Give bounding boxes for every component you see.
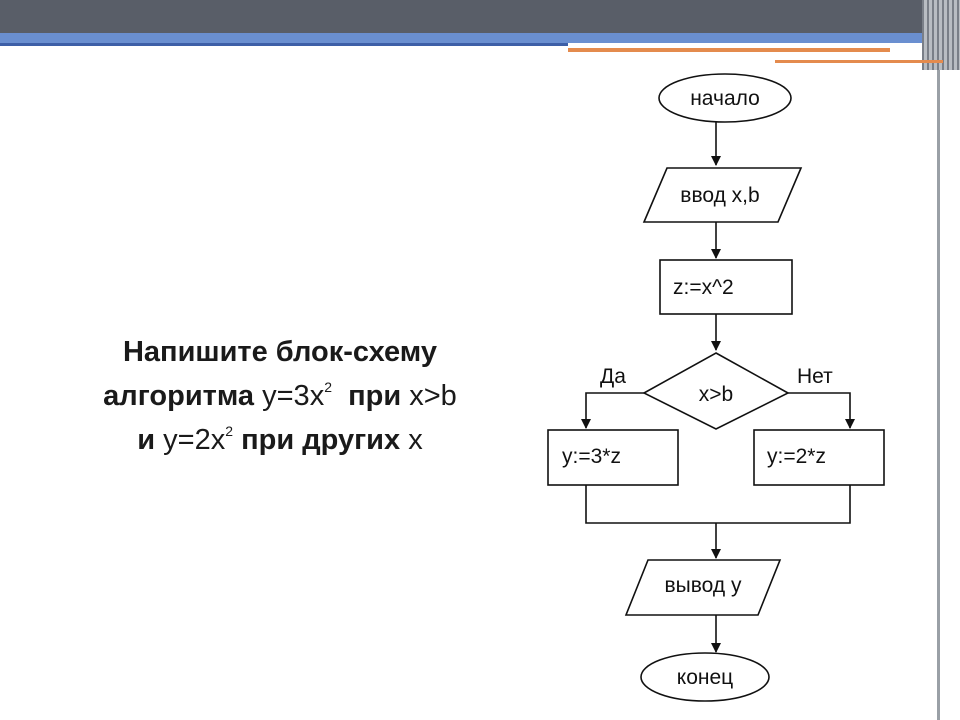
header-stripe-blue-thin — [0, 43, 568, 46]
input-label: ввод x,b — [680, 184, 759, 207]
task-line-2-formula: y=3x — [262, 380, 325, 412]
no-branch-label: y:=2*z — [767, 445, 826, 468]
yes-branch-process-box — [547, 429, 679, 486]
header-stripe-blue — [0, 33, 922, 43]
condition-label: x>b — [699, 383, 733, 406]
end-terminator — [640, 652, 770, 702]
task-line-2: алгоритма y=3x2 при x>b — [30, 374, 530, 418]
output-label: вывод y — [665, 574, 742, 597]
end-label: конец — [677, 666, 733, 689]
assign-process-box — [659, 259, 793, 315]
task-line-3-bold-mid: при других — [241, 424, 401, 456]
task-line-3-formula: y=2x — [163, 424, 226, 456]
task-line-2-exponent: 2 — [324, 379, 332, 395]
task-line-1: Напишите блок-схему — [30, 330, 530, 374]
assign-label: z:=x^2 — [673, 276, 734, 299]
output-parallelogram — [624, 559, 782, 616]
task-line-3-bold-start: и — [137, 424, 156, 456]
task-line-3: и y=2x2 при других x — [30, 418, 530, 462]
connector-condition-no — [788, 392, 855, 429]
no-branch-process-box — [753, 429, 885, 486]
task-line-2-condition-word: при — [348, 380, 402, 412]
connector-merge — [585, 485, 851, 524]
yes-branch-label: y:=3*z — [562, 445, 621, 468]
header-stripe-orange — [568, 48, 890, 52]
yes-label: Да — [600, 365, 626, 388]
start-label: начало — [690, 87, 760, 110]
slide-header-edge-decoration — [922, 0, 960, 70]
slide-right-rule — [937, 70, 940, 720]
task-line-3-end: x — [408, 424, 423, 456]
task-line-1-text: Напишите блок-схему — [122, 336, 437, 368]
no-label: Нет — [797, 365, 833, 388]
task-line-3-exponent: 2 — [225, 423, 234, 439]
start-terminator — [658, 73, 792, 123]
task-line-2-bold: алгоритма — [103, 380, 255, 412]
task-line-2-condition: x>b — [409, 380, 457, 412]
slide-header-band — [0, 0, 960, 33]
input-parallelogram — [642, 167, 803, 223]
condition-decision — [642, 352, 790, 430]
connector-condition-yes — [581, 392, 644, 429]
header-stripe-orange-short — [775, 60, 943, 63]
task-statement: Напишите блок-схему алгоритма y=3x2 при … — [30, 330, 530, 462]
